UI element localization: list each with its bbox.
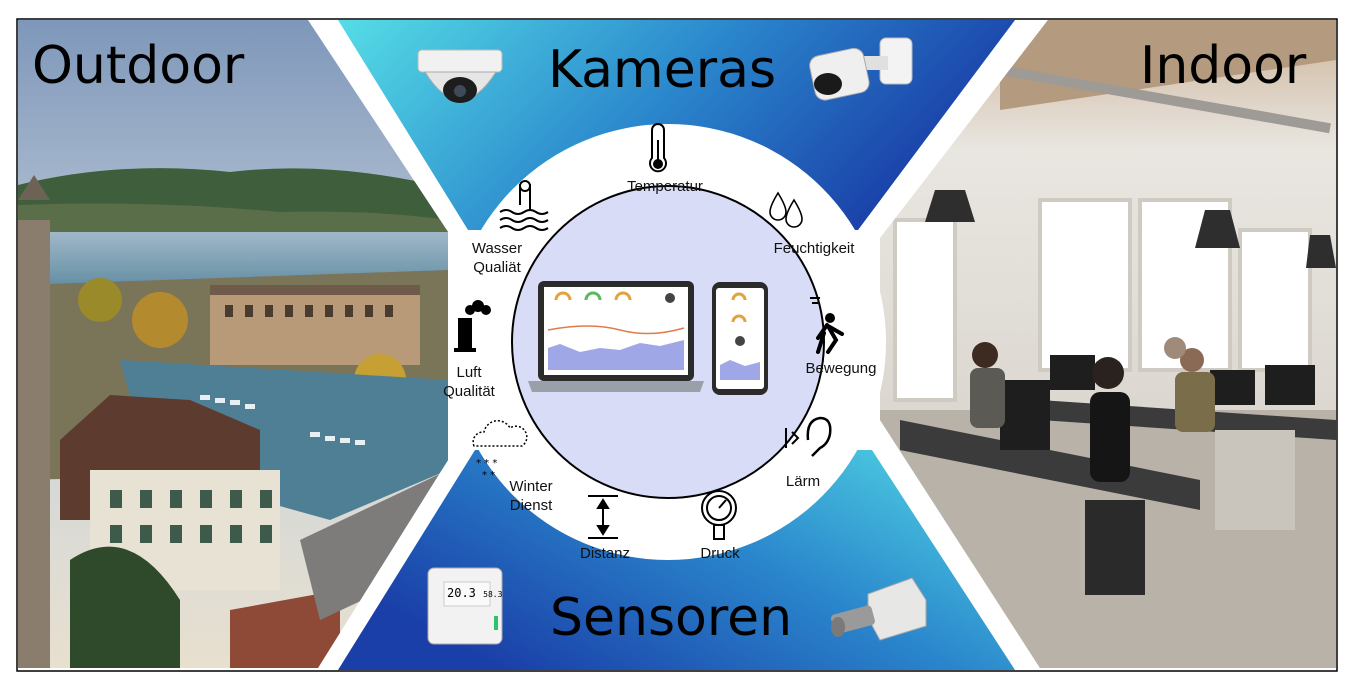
druck-label: Druck [700,545,740,562]
winter-line-1: Winter [509,478,553,495]
winter-line-2: Dienst [509,496,553,514]
droplets-icon [769,191,803,228]
laerm-label: Lärm [785,473,821,490]
kameras-title: Kameras [548,40,777,100]
distance-icon [588,495,618,539]
dome-camera-image [417,49,503,103]
wasser-line-2: Qualiät [473,258,521,276]
pressure-gauge-icon [701,490,737,540]
outdoor-title: Outdoor [32,36,245,96]
frame-border [16,18,1338,672]
wasser-qualitaet-label: Wasser Qualiät [462,240,532,278]
distanz-label: Distanz [579,545,631,562]
sensoren-title: Sensoren [550,588,793,648]
phone-image [712,282,768,395]
outdoor-sensor-image [830,577,927,641]
device-display-secondary: 58.3 [483,590,503,599]
room-sensor-image [427,567,503,645]
winter-cloud-icon: * * * * * [472,420,528,481]
device-display: 20.3 58.3 [447,586,502,600]
feuchtigkeit-label: Feuchtigkeit [773,240,855,257]
temperatur-label: Temperatur [627,178,703,195]
luft-line-2: Qualität [443,382,495,400]
ear-icon [785,416,832,457]
device-display-value: 20.3 [447,586,476,600]
luft-qualitaet-label: Luft Qualität [432,364,506,402]
water-sensor-icon [499,180,549,231]
motion-icon [810,297,844,354]
bewegung-label: Bewegung [805,360,877,377]
winter-dienst-label: Winter Dienst [498,478,564,516]
laptop-image [528,281,704,392]
thermometer-icon [649,123,667,173]
bullet-camera-image [809,37,913,101]
svg-text:* * *: * * * [476,458,497,469]
outdoor-photo [18,20,448,668]
wasser-line-1: Wasser [471,240,523,257]
svg-text:* *: * * [482,470,495,481]
factory-icon [454,300,491,352]
luft-line-1: Luft [456,364,482,381]
indoor-title: Indoor [1140,36,1307,96]
